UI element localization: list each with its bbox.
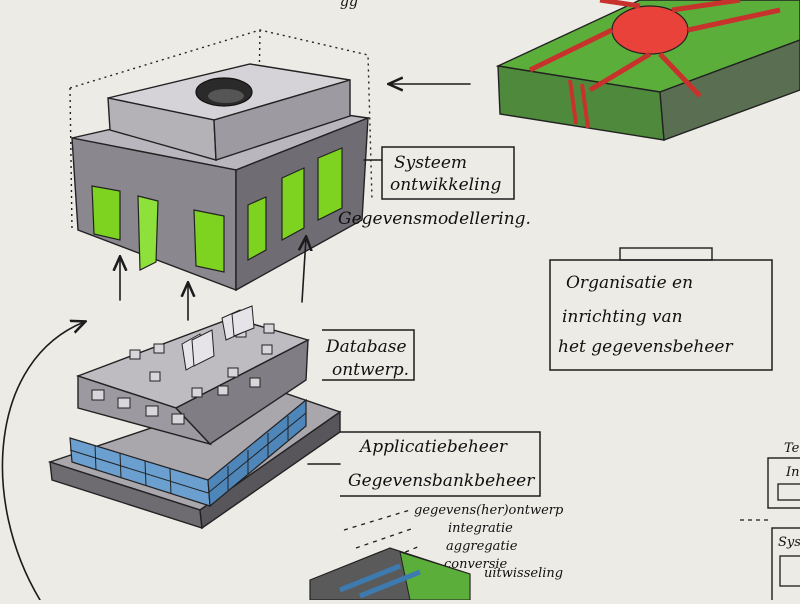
partial-box [771, 527, 800, 604]
block-side [659, 39, 800, 141]
label-organisatie-line2: inrichting van [562, 307, 683, 327]
list-item: uitwisseling [484, 566, 563, 581]
green-door [91, 185, 121, 241]
curved-arrow [1, 322, 84, 601]
system-building [69, 29, 373, 292]
process-list: gegevens(her)ontwerp integratie aggregat… [343, 503, 564, 581]
label-systeem-line2: ontwikkeling [390, 175, 501, 195]
book-stack [181, 305, 255, 371]
list-item: conversie [444, 557, 508, 572]
green-door [317, 147, 343, 221]
red-stripes [528, 0, 781, 98]
partial-right-boxes: Te In Sys [740, 441, 800, 604]
label-gegevensbankbeheer: Gegevensbankbeheer [348, 471, 535, 491]
list-item: gegevens(her)ontwerp [414, 503, 564, 518]
label-organisatie-line3: het gegevensbeheer [558, 337, 733, 357]
arrow-up [302, 238, 306, 303]
partial-box-inner [777, 483, 800, 501]
roof-block-detail [495, 0, 800, 141]
top-scribble: gg [340, 0, 358, 10]
green-door [193, 209, 225, 273]
label-applicatiebeheer: Applicatiebeheer [358, 437, 508, 457]
list-item: aggregatie [446, 539, 518, 554]
bottom-block [309, 547, 471, 601]
green-door [281, 167, 305, 242]
partial-box-inner [779, 555, 800, 587]
beheer-box [340, 431, 541, 497]
glass-grid [69, 412, 307, 495]
partial-text: Sys [778, 535, 800, 550]
label-systeem-line1: Systeem [394, 153, 467, 173]
database-box [322, 329, 415, 381]
label-organisatie-line1: Organisatie en [566, 273, 693, 293]
systeem-box [381, 146, 515, 200]
label-gegevensmodellering: Gegevensmodellering. [338, 209, 531, 229]
windows [91, 323, 275, 425]
partial-text: Te [784, 441, 800, 456]
label-database-line1: Database [325, 337, 407, 357]
roof-hole-inner [208, 89, 244, 103]
open-door [137, 195, 159, 271]
green-door [247, 196, 267, 262]
red-circle [611, 5, 689, 55]
red-stripe-front [568, 79, 590, 129]
list-item: integratie [448, 521, 513, 536]
organisatie-tab [619, 247, 713, 261]
db-side [174, 338, 309, 445]
partial-box [767, 457, 800, 509]
label-database-line2: ontwerp. [332, 360, 409, 380]
upper-block-side [213, 79, 351, 161]
partial-text: In [785, 465, 800, 480]
database-building [47, 305, 342, 530]
dashed-leaders [343, 509, 421, 567]
